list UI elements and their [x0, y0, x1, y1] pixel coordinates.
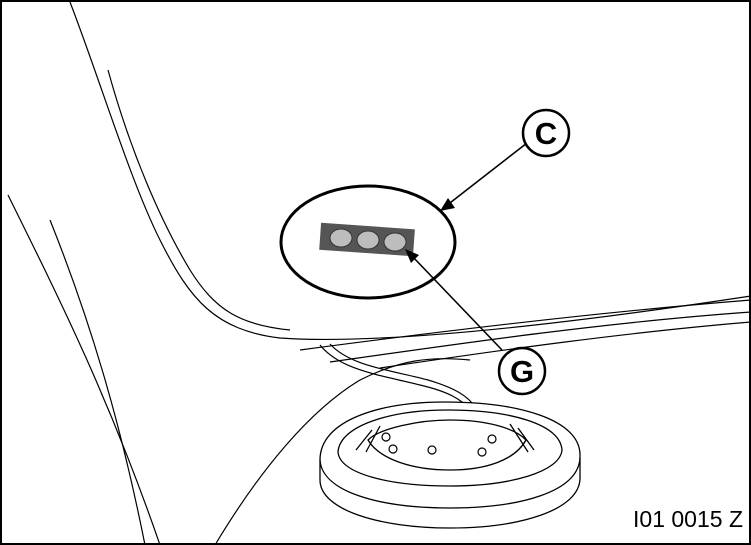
arrowhead-g — [405, 249, 419, 263]
bolt — [388, 444, 398, 454]
bolt — [427, 445, 437, 455]
indicator-lamp-3 — [383, 232, 407, 252]
leader-line-c — [445, 142, 528, 207]
figure-code: I01 0015 Z — [633, 506, 743, 532]
arrowhead-c — [440, 198, 455, 211]
puck-slot-left — [355, 425, 381, 453]
puck-inner-plate — [367, 419, 527, 471]
puck-bolts — [381, 432, 497, 457]
cable-line-1 — [319, 344, 471, 411]
indicator-lamp-1 — [329, 228, 353, 248]
leader-lines — [405, 142, 528, 351]
panel-left-edge — [49, 219, 146, 545]
bolt — [477, 447, 487, 457]
bolt — [487, 434, 497, 444]
panel-lower-curve — [7, 194, 161, 545]
puck-rim — [319, 457, 581, 509]
panel-inner-edge — [107, 69, 291, 331]
callout-g-label: G — [510, 354, 534, 389]
sensor-puck — [319, 401, 581, 529]
bolt — [381, 432, 391, 442]
body-panel — [7, 1, 751, 545]
leader-line-g — [411, 255, 503, 351]
callout-c-label: C — [535, 116, 557, 151]
callout-g-circle — [497, 346, 547, 396]
puck-slot-right — [509, 423, 535, 453]
lower-sill — [214, 358, 471, 545]
puck-top — [337, 409, 563, 487]
indicator-lamps — [329, 228, 407, 252]
cable-line-2 — [329, 343, 477, 409]
indicator-lamp-2 — [356, 230, 380, 250]
trim-line-2 — [329, 311, 751, 363]
trim-line-1 — [299, 299, 751, 351]
callout-c-circle — [521, 108, 571, 158]
panel-top-edge — [69, 1, 751, 341]
trim-line-3 — [379, 321, 751, 369]
sensor-cable — [319, 343, 477, 411]
